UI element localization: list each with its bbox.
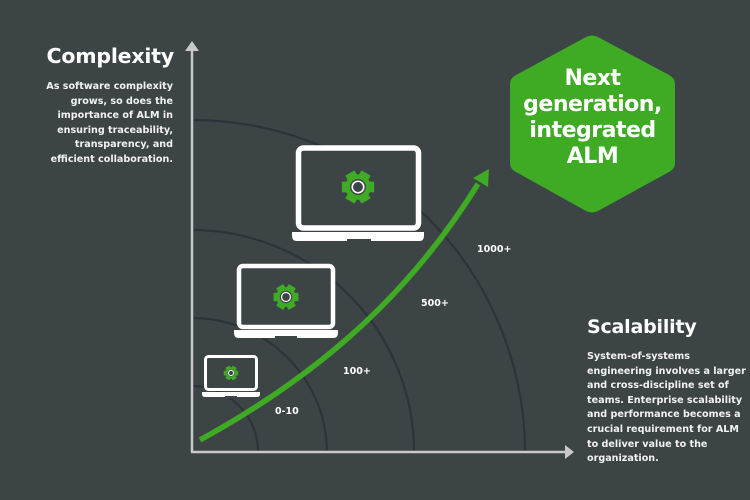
badge-line: Next [564,66,621,91]
arc-tier-500 [191,228,416,453]
complexity-description: As software complexity grows, so does th… [46,81,173,165]
scale-arcs [191,118,527,453]
badge-line: integrated [529,118,656,143]
tier-label-500: 500+ [421,298,449,309]
complexity-title: Complexity [46,44,174,68]
gear-ring [351,180,365,194]
next-gen-alm-badge: Next generation, integrated ALM [510,66,675,170]
growth-curve [198,182,481,443]
scalability-title: Scalability [587,316,697,338]
badge-line: generation, [523,92,662,117]
next-gen-alm-badge-hexagon [510,35,675,213]
gear-ring [227,369,235,377]
growth-arrowhead [473,169,489,187]
gear-icon [341,170,375,204]
laptop-icon-large [292,145,424,242]
scalability-description: System-of-systems engineering involves a… [587,351,746,465]
x-axis-arrow-icon [565,445,574,459]
gear-icon [273,284,299,310]
axes [185,41,574,459]
tier-label-1000: 1000+ [477,244,512,255]
growth-arrow-icon [198,169,489,443]
arc-tier-1000 [191,118,527,453]
tier-label-0-10: 0-10 [275,406,299,417]
badge-line: ALM [566,144,619,169]
gear-ring [280,291,292,303]
laptop-icon-medium [234,263,338,339]
laptop-icon-small [202,355,260,399]
gear-icon [223,365,239,381]
arc-tier-100 [191,316,329,453]
tier-label-100: 100+ [343,366,371,377]
y-axis-arrow-icon [185,41,199,51]
